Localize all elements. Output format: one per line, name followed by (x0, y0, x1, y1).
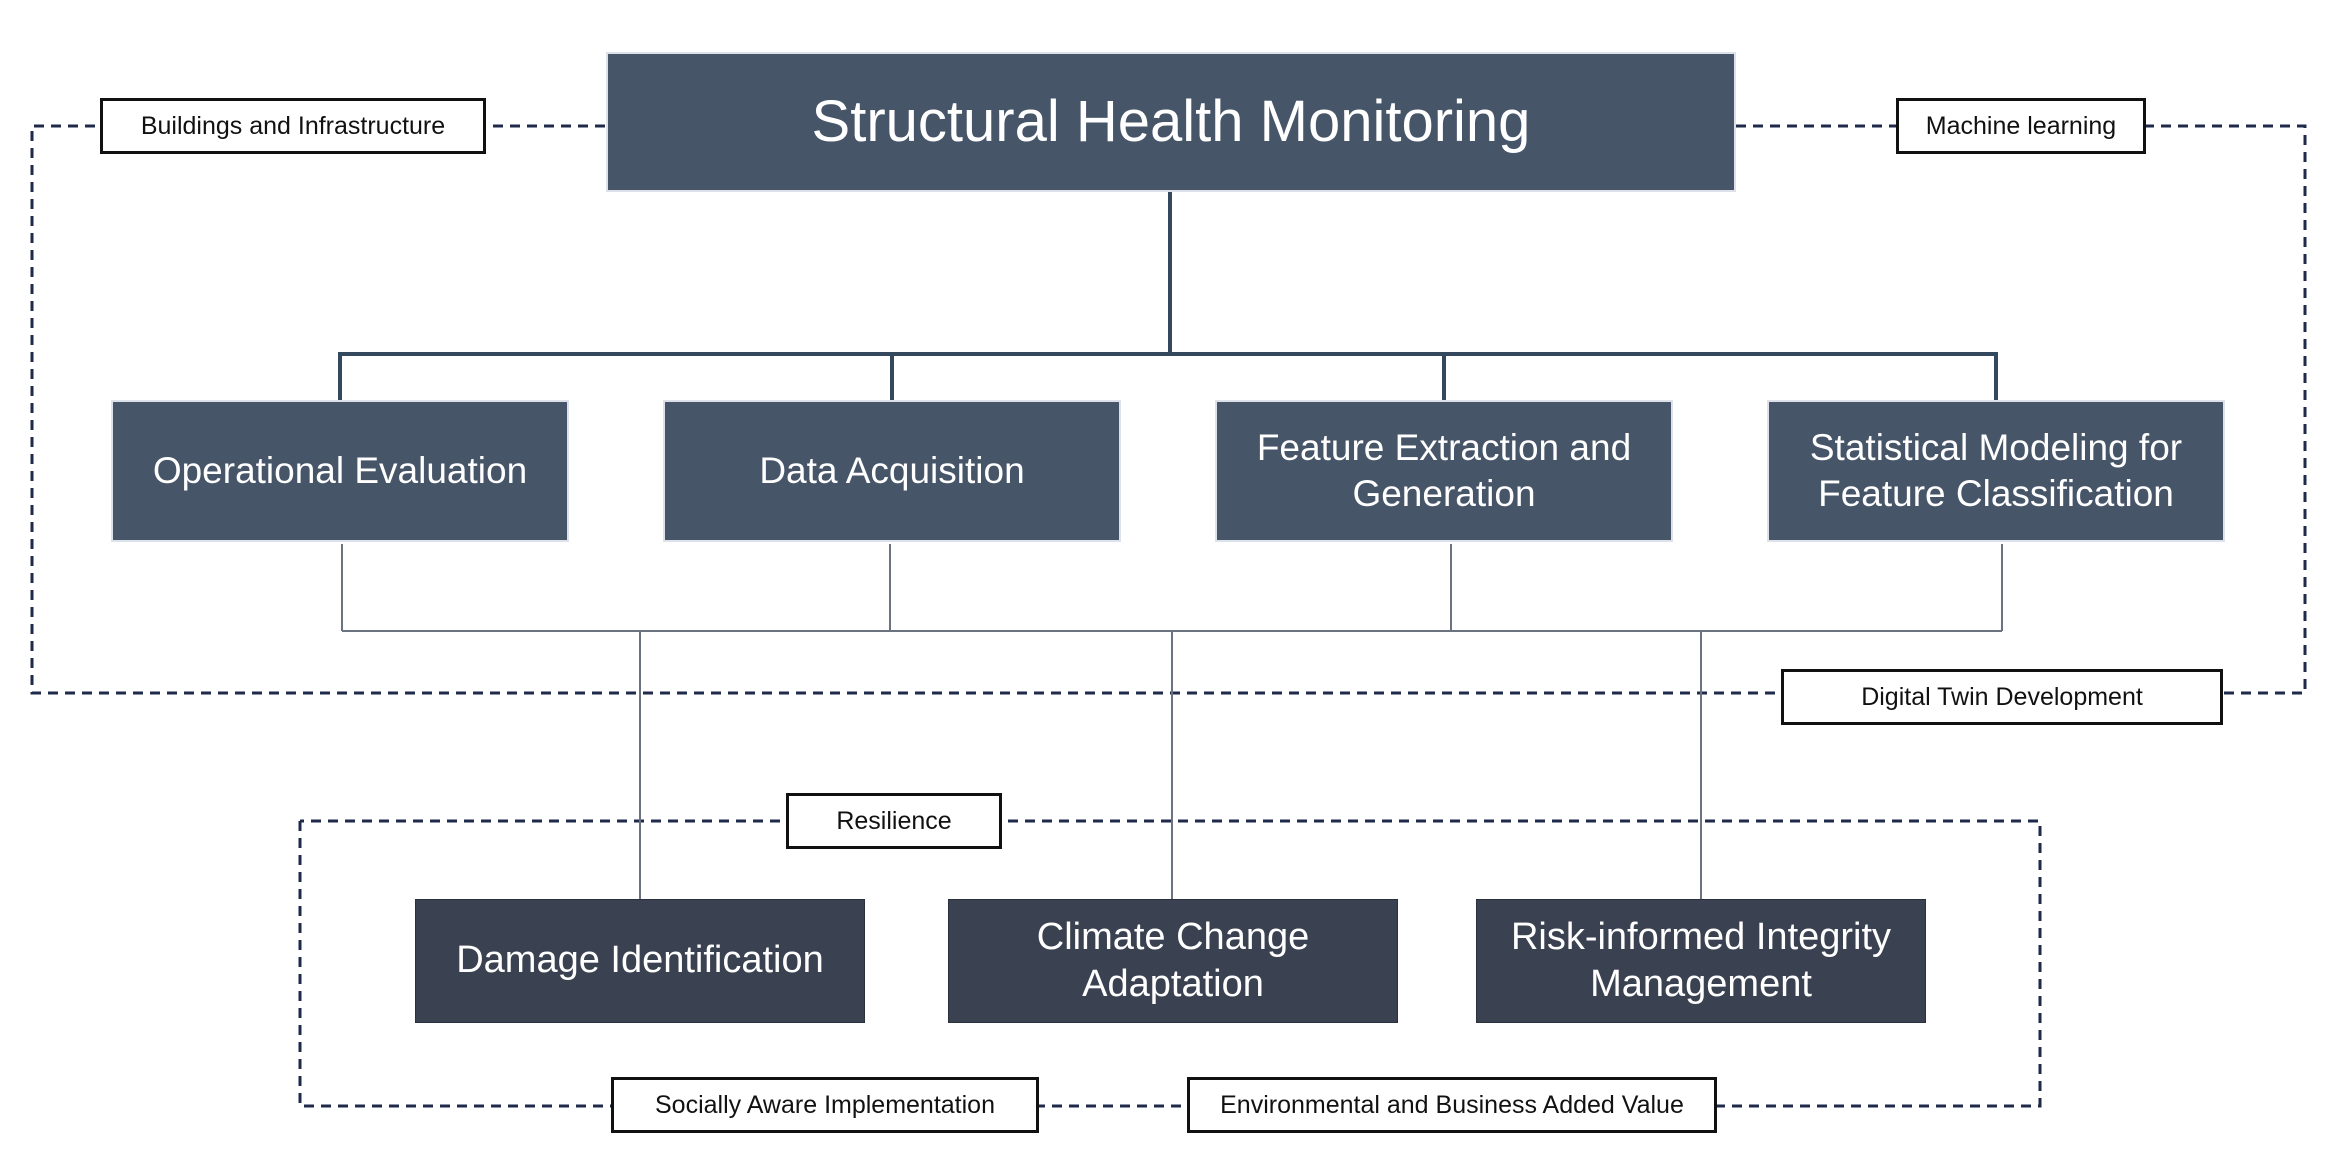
stage-statistical-modeling: Statistical Modeling for Feature Classif… (1767, 400, 2225, 542)
inner-dashed-frame (298, 819, 2042, 1108)
outcome-label: Climate Change Adaptation (1036, 915, 1310, 1006)
outcome-damage-identification: Damage Identification (415, 899, 865, 1023)
root-title: Structural Health Monitoring (811, 88, 1531, 154)
tag-machine-learning: Machine learning (1896, 98, 2146, 154)
stages-to-outcomes-connector (341, 544, 2003, 899)
root-box: Structural Health Monitoring (606, 52, 1736, 192)
tag-socially-aware-implementation: Socially Aware Implementation (611, 1077, 1039, 1133)
outcome-risk-informed-integrity: Risk-informed Integrity Management (1476, 899, 1926, 1023)
stage-label: Data Acquisition (759, 449, 1025, 491)
root-to-stages-connector (338, 192, 1998, 400)
outcome-label: Risk-informed Integrity Management (1510, 915, 1892, 1006)
tag-buildings-and-infrastructure: Buildings and Infrastructure (100, 98, 486, 154)
tag-resilience: Resilience (786, 793, 1002, 849)
stage-label: Operational Evaluation (152, 449, 528, 491)
stage-data-acquisition: Data Acquisition (663, 400, 1121, 542)
outcome-climate-change-adaptation: Climate Change Adaptation (948, 899, 1398, 1023)
tag-environmental-and-business-added-value: Environmental and Business Added Value (1187, 1077, 1717, 1133)
outcome-label: Damage Identification (456, 939, 824, 982)
stage-label: Feature Extraction and Generation (1256, 426, 1632, 514)
stage-operational-evaluation: Operational Evaluation (111, 400, 569, 542)
tag-digital-twin-development: Digital Twin Development (1781, 669, 2223, 725)
stage-label: Statistical Modeling for Feature Classif… (1809, 426, 2183, 514)
stage-feature-extraction: Feature Extraction and Generation (1215, 400, 1673, 542)
